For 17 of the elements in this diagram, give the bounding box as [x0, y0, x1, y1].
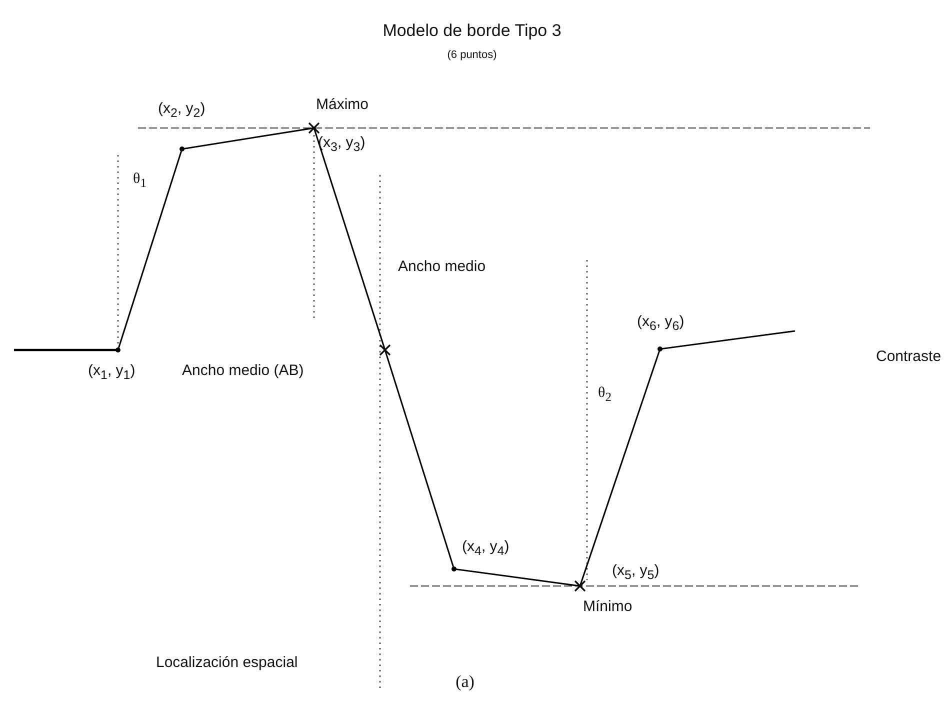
point-label: (x$_{2}$, y$_{2}$) [158, 100, 206, 122]
axis-label: Ancho medio [398, 258, 486, 276]
angle-label: θ$_{1}$ [133, 170, 146, 192]
axis-label: Ancho medio (AB) [182, 362, 304, 380]
axis-label: Localización espacial [156, 654, 298, 672]
axis-label: Mínimo [583, 598, 632, 616]
axis-label: Contraste [876, 348, 942, 366]
diagram-title: Modelo de borde Tipo 3 [382, 22, 562, 40]
point-label: Máximo [316, 96, 369, 114]
point-label: (x$_{3}$, y$_{3}$) [318, 134, 366, 156]
point-label: (x$_{5}$, y$_{5}$) [612, 562, 660, 584]
subtitle: (6 puntos) [447, 48, 497, 63]
angle-label: θ$_{2}$ [598, 384, 612, 406]
figure-caption: (a) [456, 673, 474, 691]
point-label: (x$_{6}$, y$_{6}$) [637, 313, 684, 335]
point-label: (x$_{4}$, y$_{4}$) [462, 538, 510, 560]
point-label: (x$_{1}$, y$_{1}$) [88, 362, 136, 384]
